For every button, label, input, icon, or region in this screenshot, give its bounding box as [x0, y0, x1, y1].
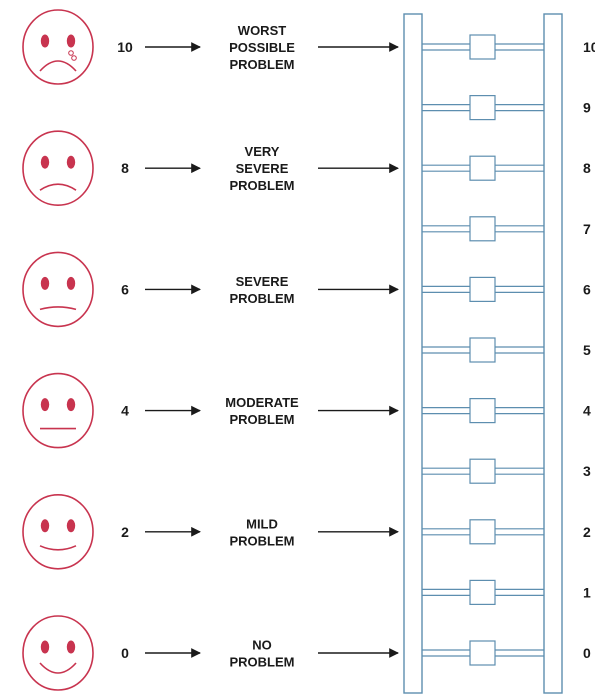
face-left-eye	[40, 398, 50, 412]
ladder-rung	[422, 337, 544, 363]
rung-box	[469, 398, 496, 424]
ladder-number: 6	[583, 281, 591, 297]
ladder-number: 8	[583, 160, 591, 176]
problem-label-line: PROBLEM	[230, 533, 295, 548]
ladder-rung	[422, 579, 544, 606]
face-outline	[22, 615, 94, 691]
problem-label-line: PROBLEM	[230, 291, 295, 306]
face-left-eye	[40, 155, 50, 169]
face-left-eye	[40, 640, 50, 654]
problem-label-line: WORST	[238, 23, 286, 38]
rating-value: 8	[121, 160, 129, 176]
rating-rows: 10 WORST POSSIBLE PROBLEM 8 VERY SEVERE PROBLEM…	[117, 23, 399, 670]
ladder-left-rail	[403, 13, 423, 694]
face-tears	[68, 50, 77, 61]
rating-value: 2	[121, 524, 129, 540]
ladder-number: 5	[583, 342, 591, 358]
face-right-eye	[66, 155, 76, 169]
face-left-eye	[40, 276, 50, 290]
ladder-number: 4	[583, 403, 591, 419]
ladder-rung	[422, 519, 544, 545]
face-mouth	[39, 662, 77, 674]
problem-label-line: POSSIBLE	[229, 40, 295, 55]
problem-label-line: MODERATE	[225, 395, 299, 410]
problem-label-line: PROBLEM	[230, 412, 295, 427]
face-right-eye	[66, 34, 76, 48]
problem-label-line: SEVERE	[236, 274, 289, 289]
problem-label-line: MILD	[246, 516, 278, 531]
face-very-severe	[22, 130, 94, 206]
rung-box	[469, 519, 496, 545]
ladder-rung	[422, 640, 544, 666]
face-outline	[22, 372, 94, 449]
face-mouth	[39, 545, 77, 551]
rung-box	[469, 579, 496, 606]
rung-box	[469, 155, 496, 181]
ladder-number: 2	[583, 524, 591, 540]
face-left-eye	[40, 519, 50, 533]
ladder-number: 3	[583, 463, 591, 479]
ladder-rung	[422, 458, 544, 484]
face-outline	[22, 251, 94, 328]
rung-box	[469, 458, 496, 484]
faces-column	[22, 9, 94, 691]
rung-box	[469, 640, 496, 666]
face-moderate	[22, 372, 94, 449]
rating-value: 10	[117, 39, 133, 55]
problem-label-line: PROBLEM	[230, 178, 295, 193]
ladder-rung	[422, 94, 544, 121]
face-none	[22, 615, 94, 691]
rung-box	[469, 34, 496, 60]
ladder-number: 1	[583, 584, 591, 600]
face-outline	[22, 493, 94, 570]
face-left-eye	[40, 34, 50, 48]
rating-value: 4	[121, 403, 129, 419]
ladder-number: 0	[583, 645, 591, 661]
ladder-number: 7	[583, 221, 591, 237]
face-mouth	[39, 306, 77, 311]
ladder	[403, 13, 563, 694]
rung-box	[469, 94, 496, 121]
ladder-right-rail	[543, 13, 563, 694]
face-outline	[22, 9, 94, 85]
ladder-rung	[422, 276, 544, 302]
ladder-number: 9	[583, 100, 591, 116]
rung-box	[469, 337, 496, 363]
face-right-eye	[66, 276, 76, 290]
problem-label-line: PROBLEM	[230, 655, 295, 670]
rating-value: 6	[121, 281, 129, 297]
face-outline	[22, 130, 94, 206]
ladder-rung	[422, 398, 544, 424]
face-severe	[22, 251, 94, 328]
ladder-rung	[422, 216, 544, 242]
problem-label-line: SEVERE	[236, 161, 289, 176]
face-right-eye	[66, 398, 76, 412]
problem-label-line: VERY	[245, 144, 280, 159]
ladder-number: 10	[583, 39, 595, 55]
problem-label-line: PROBLEM	[230, 57, 295, 72]
face-mouth	[39, 60, 77, 72]
face-right-eye	[66, 640, 76, 654]
rung-box	[469, 276, 496, 302]
rung-box	[469, 216, 496, 242]
problem-label-line: NO	[252, 638, 272, 653]
face-right-eye	[66, 519, 76, 533]
face-worst	[22, 9, 94, 85]
ladder-rung	[422, 34, 544, 60]
face-mild	[22, 493, 94, 570]
rating-value: 0	[121, 645, 129, 661]
ladder-rung	[422, 155, 544, 181]
face-mouth	[39, 183, 77, 191]
